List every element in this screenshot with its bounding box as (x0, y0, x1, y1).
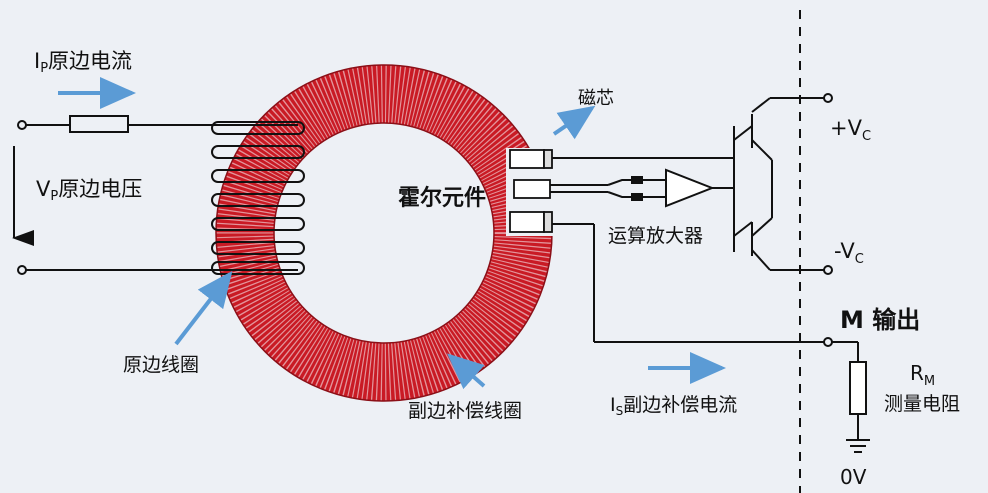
op-amp-label: 运算放大器 (608, 225, 703, 247)
rm-label: RM (910, 361, 935, 389)
magnetic-core-label: 磁芯 (578, 88, 614, 109)
pointer-arrows (58, 77, 726, 390)
hall-element-blocks (509, 149, 553, 233)
primary-winding (17, 115, 305, 275)
magnetic-core-ring (215, 64, 558, 402)
amplifier-circuit (550, 93, 833, 347)
vc-minus-label: -VC (834, 239, 864, 267)
primary-current-label: IP原边电流 (34, 49, 132, 76)
rm-text-label: 测量电阻 (884, 393, 960, 415)
measurement-resistor (832, 341, 870, 453)
primary-coil-pointer (174, 270, 233, 346)
magnetic-core-pointer (552, 105, 596, 140)
secondary-current-label: IS副边补偿电流 (610, 394, 737, 418)
primary-coil-label: 原边线圈 (123, 354, 199, 376)
m-output-label: M 输出 (840, 306, 920, 334)
hall-element-label: 霍尔元件 (398, 185, 486, 211)
secondary-coil-pointer (447, 353, 486, 390)
primary-voltage-label: VP原边电压 (36, 177, 142, 204)
vc-plus-label: +VC (830, 116, 871, 144)
ground-0v-label: 0V (840, 465, 867, 489)
secondary-coil-label: 副边补偿线圈 (408, 400, 522, 422)
